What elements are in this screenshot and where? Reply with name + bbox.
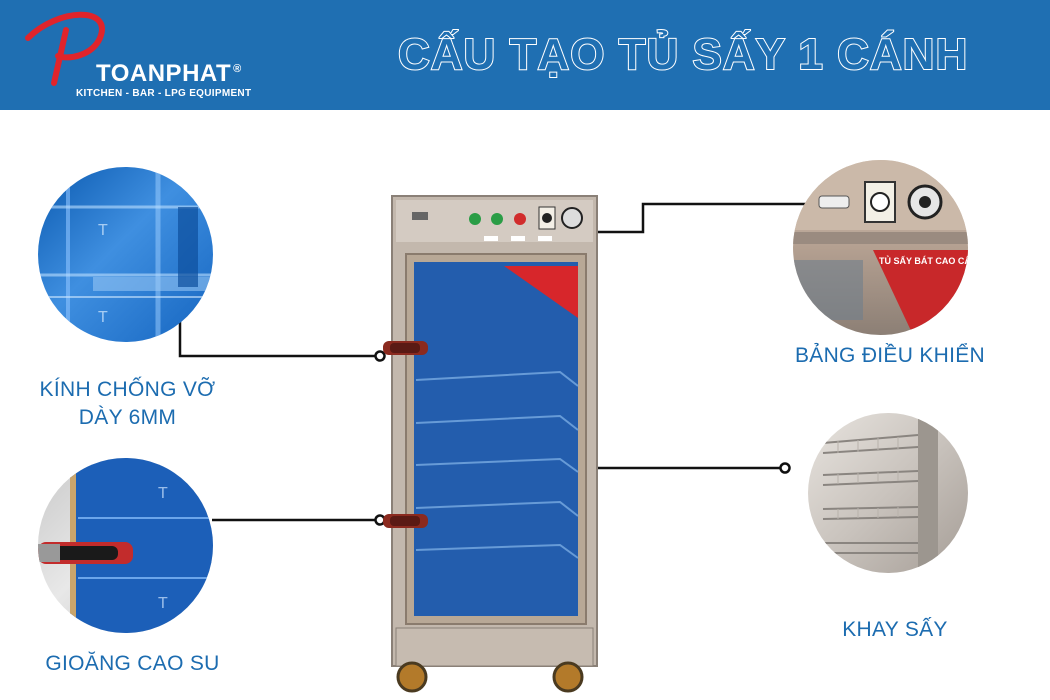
tray-label: KHAY SẤY xyxy=(842,618,948,641)
glass-label-line2: DÀY 6MM xyxy=(78,406,177,429)
logo-swoosh-icon xyxy=(25,11,105,86)
logo-name: TOANPHAT® xyxy=(96,60,242,87)
glass-label: KÍNH CHỐNG VỠ DÀY 6MM xyxy=(20,376,235,432)
glass-detail-photo: T T xyxy=(38,167,213,342)
panel-detail-photo: TỦ SẤY BÁT CAO CẤP xyxy=(793,160,968,335)
glass-detail-illustration: T T xyxy=(38,167,213,342)
glass-label-line1: KÍNH CHỐNG VỠ xyxy=(39,378,216,401)
tray-detail-photo xyxy=(808,413,968,573)
svg-text:T: T xyxy=(158,485,168,502)
gasket-label: GIOĂNG CAO SU xyxy=(45,652,220,675)
svg-text:T: T xyxy=(158,595,168,612)
header-bar: TOANPHAT® KITCHEN - BAR - LPG EQUIPMENT … xyxy=(0,0,1050,110)
gasket-detail-illustration: T T xyxy=(38,458,213,633)
tray-detail-illustration xyxy=(822,413,938,573)
panel-detail-illustration: TỦ SẤY BÁT CAO CẤP xyxy=(793,160,968,335)
gasket-detail-photo: T T xyxy=(38,458,213,633)
svg-text:T: T xyxy=(98,309,108,326)
panel-label: BẢNG ĐIỀU KHIỂN xyxy=(794,344,986,367)
panel-sticker-text: TỦ SẤY BÁT CAO CẤP xyxy=(879,255,968,266)
svg-text:T: T xyxy=(98,222,108,239)
logo-tagline: KITCHEN - BAR - LPG EQUIPMENT xyxy=(76,88,252,99)
brand-logo[interactable]: TOANPHAT® KITCHEN - BAR - LPG EQUIPMENT xyxy=(18,8,278,99)
page-title: CẤU TẠO TỦ SẤY 1 CÁNH xyxy=(397,29,969,80)
